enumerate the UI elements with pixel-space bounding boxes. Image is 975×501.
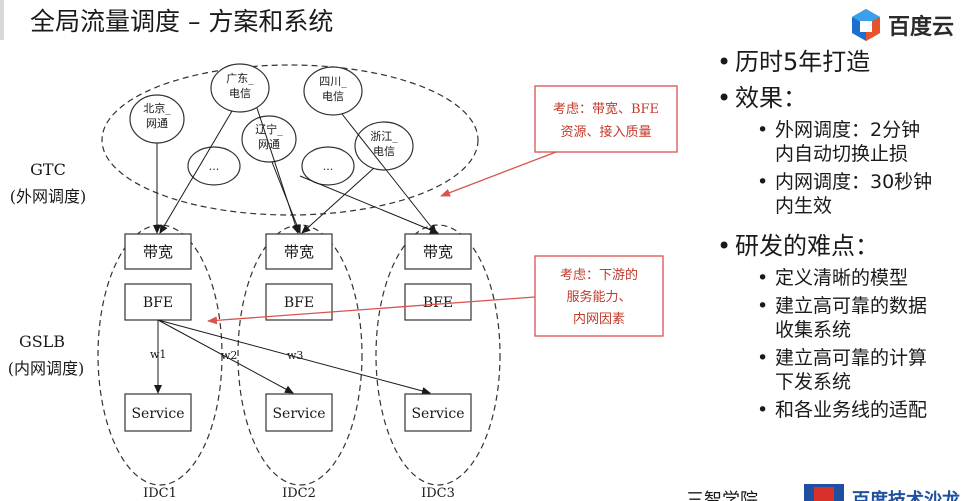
isp-node-zhejiang: 浙江_ 电信 <box>354 121 414 171</box>
svg-text:考虑：下游的: 考虑：下游的 <box>560 267 638 283</box>
bandwidth-box-idc2: 带宽 <box>265 233 333 270</box>
bullet-difficulties: 研发的难点： <box>713 230 975 262</box>
svg-text:Service: Service <box>411 406 464 422</box>
service-box-idc1: Service <box>124 393 192 432</box>
svg-text:资源、接入质量: 资源、接入质量 <box>560 124 651 140</box>
svg-text:电信: 电信 <box>229 87 251 100</box>
svg-text:浙江_: 浙江_ <box>370 130 398 143</box>
edge-guangdong-idc1 <box>159 110 233 234</box>
edge-ellipsis-idc3 <box>299 175 439 234</box>
isp-node-ellipsis-2: ... <box>301 146 355 186</box>
isp-node-liaoning: 辽宁_ 网通 <box>241 115 297 163</box>
bandwidth-box-idc3: 带宽 <box>404 233 472 270</box>
slide-edge-rule <box>0 0 4 40</box>
bullet-effect: 效果： <box>713 82 975 114</box>
edge-zhejiang-idc2 <box>301 167 375 234</box>
service-box-idc3: Service <box>404 393 472 432</box>
svg-text:Service: Service <box>131 406 184 422</box>
svg-text:...: ... <box>209 160 220 173</box>
callout-gtc-pointer <box>440 151 557 197</box>
service-box-idc2: Service <box>265 393 333 432</box>
weight-w1: w1 <box>150 348 166 361</box>
idc1-label: IDC1 <box>143 486 177 501</box>
idc2-region <box>237 224 363 486</box>
isp-node-guangdong: 广东_ 电信 <box>210 63 270 113</box>
baidu-cloud-logo: 百度云 <box>850 8 954 42</box>
gtc-sublabel: (外网调度) <box>10 187 87 206</box>
bandwidth-box-idc1: 带宽 <box>124 233 192 270</box>
svg-text:电信: 电信 <box>322 90 344 103</box>
isp-node-ellipsis-1: ... <box>187 146 241 186</box>
footer-academy-text: 三智学院 <box>686 490 758 501</box>
svg-text:四川_: 四川_ <box>319 75 347 88</box>
svg-text:服务能力、: 服务能力、 <box>566 289 631 305</box>
callout-gslb-pointer <box>207 296 536 325</box>
svg-text:带宽: 带宽 <box>143 243 173 261</box>
footer-salon-text: 百度技术沙龙 <box>852 490 960 501</box>
slide-title: 全局流量调度 – 方案和系统 <box>30 7 334 36</box>
bullet-list: 历时5年打造 效果： 外网调度：2分钟 内自动切换止损 内网调度：30秒钟 内生… <box>713 46 975 422</box>
svg-text:BFE: BFE <box>143 295 173 311</box>
edge-bfe-service-idc2 <box>157 319 294 394</box>
svg-text:网通: 网通 <box>146 117 168 130</box>
edge-guangdong-idc2 <box>256 107 300 234</box>
edge-liaoning-idc2 <box>271 161 301 234</box>
idc2-label: IDC2 <box>282 486 316 501</box>
callout-gtc: 考虑：带宽、BFE 资源、接入质量 <box>534 85 678 153</box>
idc3-region <box>375 224 501 486</box>
gslb-label: GSLB <box>19 332 65 351</box>
edge-sichuan-idc3 <box>341 113 437 234</box>
gtc-region-ellipse <box>101 64 479 216</box>
salon-logo-mark <box>804 484 844 501</box>
bfe-box-idc1: BFE <box>124 283 192 321</box>
isp-node-beijing: 北京_ 网通 <box>129 94 185 144</box>
svg-text:内网因素: 内网因素 <box>573 311 625 327</box>
svg-text:带宽: 带宽 <box>284 243 314 261</box>
logo-text: 百度云 <box>888 15 955 40</box>
subbullet-compute: 建立高可靠的计算 下发系统 <box>713 346 975 394</box>
svg-text:广东_: 广东_ <box>226 72 254 85</box>
subbullet-internal: 内网调度：30秒钟 内生效 <box>713 170 975 218</box>
svg-text:辽宁_: 辽宁_ <box>255 122 283 136</box>
edge-bfe-service-idc3 <box>157 319 431 395</box>
svg-text:带宽: 带宽 <box>423 243 453 261</box>
callout-gslb: 考虑：下游的 服务能力、 内网因素 <box>534 255 664 337</box>
bullet-history: 历时5年打造 <box>713 46 975 78</box>
svg-text:BFE: BFE <box>423 295 453 311</box>
svg-text:BFE: BFE <box>284 295 314 311</box>
isp-node-sichuan: 四川_ 电信 <box>303 66 363 116</box>
svg-text:考虑：带宽、BFE: 考虑：带宽、BFE <box>553 101 659 117</box>
subbullet-model: 定义清晰的模型 <box>713 266 975 290</box>
subbullet-adaptation: 和各业务线的适配 <box>713 398 975 422</box>
subbullet-data-collection: 建立高可靠的数据 收集系统 <box>713 294 975 342</box>
svg-text:电信: 电信 <box>373 145 395 158</box>
svg-text:...: ... <box>323 160 334 173</box>
weight-w2: w2 <box>221 349 237 362</box>
weight-w3: w3 <box>287 349 303 362</box>
cube-logo-icon <box>852 9 880 41</box>
gtc-label: GTC <box>30 160 66 179</box>
gslb-sublabel: (内网调度) <box>8 359 85 378</box>
subbullet-external: 外网调度：2分钟 内自动切换止损 <box>713 118 975 166</box>
traffic-scheduling-diagram: 北京_ 网通 广东_ 电信 四川_ 电信 辽宁_ 网通 浙江_ 电信 ... .… <box>8 63 678 501</box>
svg-text:Service: Service <box>272 406 325 422</box>
idc3-label: IDC3 <box>421 486 455 501</box>
svg-text:北京_: 北京_ <box>143 101 171 115</box>
